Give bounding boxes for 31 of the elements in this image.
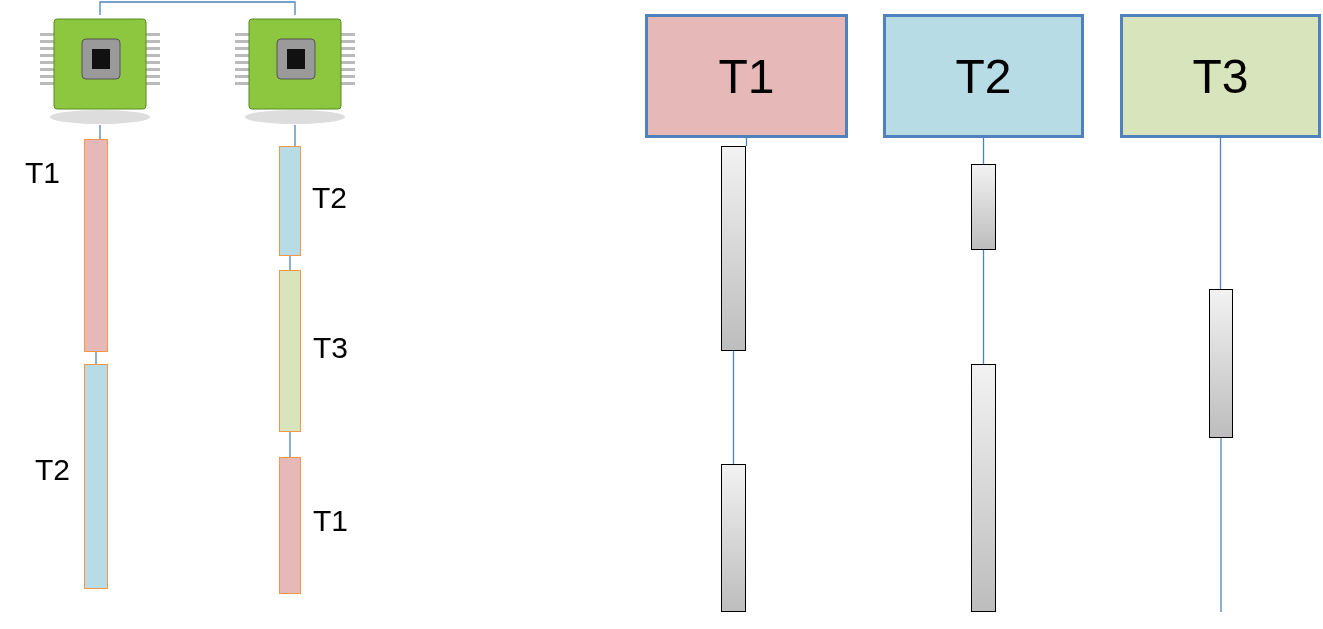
- connector-line: [99, 1, 296, 16]
- connector-line: [732, 350, 735, 465]
- activation-bar: [971, 164, 996, 250]
- connector-line: [95, 351, 97, 365]
- task-bar: [279, 457, 301, 594]
- thread-box: T3: [1120, 14, 1321, 138]
- task-label: T1: [313, 506, 348, 536]
- lifeline: [1220, 437, 1222, 613]
- connector-line: [289, 255, 291, 271]
- thread-box: T2: [883, 14, 1084, 138]
- connector-line: [99, 124, 101, 140]
- connector-line: [289, 431, 291, 458]
- connector-line: [982, 249, 985, 365]
- task-label: T2: [35, 455, 70, 485]
- activation-bar: [1209, 289, 1233, 438]
- connector-line: [1219, 137, 1222, 290]
- task-bar: [279, 146, 301, 256]
- task-label: T2: [312, 183, 347, 213]
- processor-chip-icon: [235, 15, 355, 125]
- task-bar: [84, 364, 108, 589]
- activation-bar: [721, 464, 746, 612]
- connector-line: [982, 137, 985, 165]
- connector-line: [294, 124, 296, 147]
- processor-chip-icon: [40, 15, 160, 125]
- activation-bar: [721, 146, 746, 351]
- task-bar: [84, 139, 108, 352]
- task-label: T3: [313, 333, 348, 363]
- activation-bar: [971, 364, 996, 612]
- thread-box: T1: [645, 14, 848, 138]
- task-label: T1: [25, 158, 60, 188]
- task-bar: [279, 270, 301, 432]
